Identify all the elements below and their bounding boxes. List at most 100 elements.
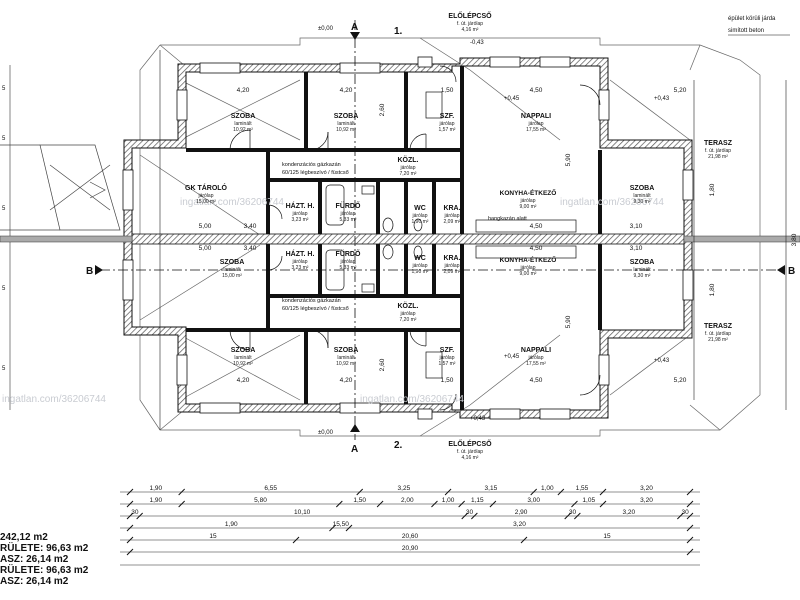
dimension-tick <box>126 536 134 544</box>
roof-outline <box>139 37 761 437</box>
room-area: 21,98 m² <box>708 154 728 160</box>
inner-walls <box>186 66 602 410</box>
interior-dimension: 5,00 <box>199 245 212 252</box>
room-area: 5,33 m² <box>340 217 357 223</box>
dimension-tick <box>126 512 134 520</box>
interior-dimension: 5,20 <box>674 377 687 384</box>
room-floor: f. út. járólap <box>705 148 731 154</box>
interior-dimension: 5,00 <box>199 223 212 230</box>
room-floor: járólap <box>197 193 213 199</box>
interior-dimension: 4,20 <box>237 377 250 384</box>
interior-dimension: 1,50 <box>441 87 454 94</box>
dimension-tick <box>376 500 384 508</box>
dimension-value: 1,50 <box>353 497 366 504</box>
dimension-value: 15 <box>209 533 217 540</box>
dimension-value: 30 <box>466 509 474 516</box>
boiler-note-4: 60/125 légbeszívó / füstcső <box>282 306 349 312</box>
room-floor: járólap <box>411 213 427 219</box>
summary-line-4: RÜLETE: 96,63 m2 <box>0 565 89 576</box>
section-b-left-label: B <box>86 266 93 277</box>
room-name: KONYHA-ÉTKEZŐ <box>500 188 557 197</box>
room-area: 9,30 m² <box>634 199 651 205</box>
room-name: SZOBA <box>630 185 655 192</box>
room-area: 1,90 m² <box>412 269 429 275</box>
dimension-tick <box>178 488 186 496</box>
room-area: 10,92 m² <box>233 361 253 367</box>
room-name: KÖZL. <box>398 155 419 164</box>
unit-1-label: 1. <box>394 26 403 37</box>
svg-text:5: 5 <box>2 136 6 142</box>
svg-text:5: 5 <box>2 366 6 372</box>
room-area: 3,23 m² <box>292 265 309 271</box>
interior-dimension: 4,50 <box>530 223 543 230</box>
watermarks: ingatlan.com/36206744 ingatlan.com/36206… <box>2 197 664 405</box>
watermark-4: ingatlan.com/36206744 <box>360 394 464 405</box>
watermark-2: ingatlan.com/36206744 <box>560 197 664 208</box>
dimension-tick <box>686 536 694 544</box>
dimension-value: 20,90 <box>402 545 419 552</box>
room-name: NAPPALI <box>521 113 551 120</box>
room-floor: járólap <box>443 263 459 269</box>
interior-dimension: 3,10 <box>630 245 643 252</box>
interior-dimension: 3,40 <box>244 223 257 230</box>
room-floor: laminált <box>234 355 252 361</box>
interior-dimension: 5,90 <box>565 315 572 328</box>
unit-2-label: 2. <box>394 440 403 451</box>
dimension-tick <box>136 512 144 520</box>
dimension-tick <box>557 488 565 496</box>
room-floor: járólap <box>339 259 355 265</box>
section-markers <box>100 20 780 440</box>
dimension-value: 1,55 <box>576 485 589 492</box>
interior-dimension: 3,10 <box>630 223 643 230</box>
dimension-tick <box>126 524 134 532</box>
room-area: 4,16 m² <box>462 27 479 33</box>
dimension-tick <box>686 524 694 532</box>
dimension-tick <box>686 488 694 496</box>
room-area: 15,00 m² <box>222 273 242 279</box>
dimension-value: 3,25 <box>398 485 411 492</box>
elev-2: +0,43 <box>654 96 670 102</box>
dimension-tick <box>564 512 572 520</box>
dimension-tick <box>520 536 528 544</box>
dimension-tick <box>686 512 694 520</box>
interior-dimension: 4,20 <box>340 377 353 384</box>
room-name: SZF. <box>440 347 454 354</box>
room-floor: f. út. járólap <box>457 21 483 27</box>
summary-line-5: ASZ: 26,14 m2 <box>0 576 69 587</box>
dimension-tick <box>444 488 452 496</box>
interior-dimension: 2,60 <box>379 103 386 116</box>
dimension-tick <box>345 524 353 532</box>
watermark-1: ingatlan.com/36206744 <box>180 197 284 208</box>
dimension-tick <box>571 500 578 508</box>
room-floor: járólap <box>527 121 543 127</box>
dimension-value: 20,60 <box>402 533 419 540</box>
room-area: 10,92 m² <box>336 361 356 367</box>
dimension-tick <box>686 548 694 556</box>
interior-dimension: 4,50 <box>530 87 543 94</box>
room-name: HÁZT. H. <box>286 249 315 258</box>
room-area: 7,20 m² <box>400 171 417 177</box>
room-name: SZOBA <box>334 113 359 120</box>
room-floor: járólap <box>438 355 454 361</box>
interior-dimension: 1,80 <box>709 183 716 196</box>
dimension-tick <box>178 500 186 508</box>
dimension-value: 30 <box>569 509 577 516</box>
room-name: SZOBA <box>630 259 655 266</box>
room-area: 17,55 m² <box>526 361 546 367</box>
section-marker-glyphs <box>95 32 785 432</box>
room-floor: f. út. járólap <box>457 449 483 455</box>
room-area: 4,16 m² <box>462 455 479 461</box>
dimension-tick <box>126 488 134 496</box>
room-name: GK TÁROLÓ <box>185 183 228 192</box>
dimension-tick <box>126 548 134 556</box>
room-floor: járólap <box>399 165 415 171</box>
interior-dimension: 2,60 <box>379 358 386 371</box>
level-top: ±0,00 <box>318 26 334 32</box>
room-area: 5,33 m² <box>340 265 357 271</box>
room-name: NAPPALI <box>521 347 551 354</box>
room-area: 10,92 m² <box>336 127 356 133</box>
dimension-value: 3,20 <box>640 497 653 504</box>
room-floor: járólap <box>519 198 535 204</box>
dimension-tick <box>356 488 364 496</box>
